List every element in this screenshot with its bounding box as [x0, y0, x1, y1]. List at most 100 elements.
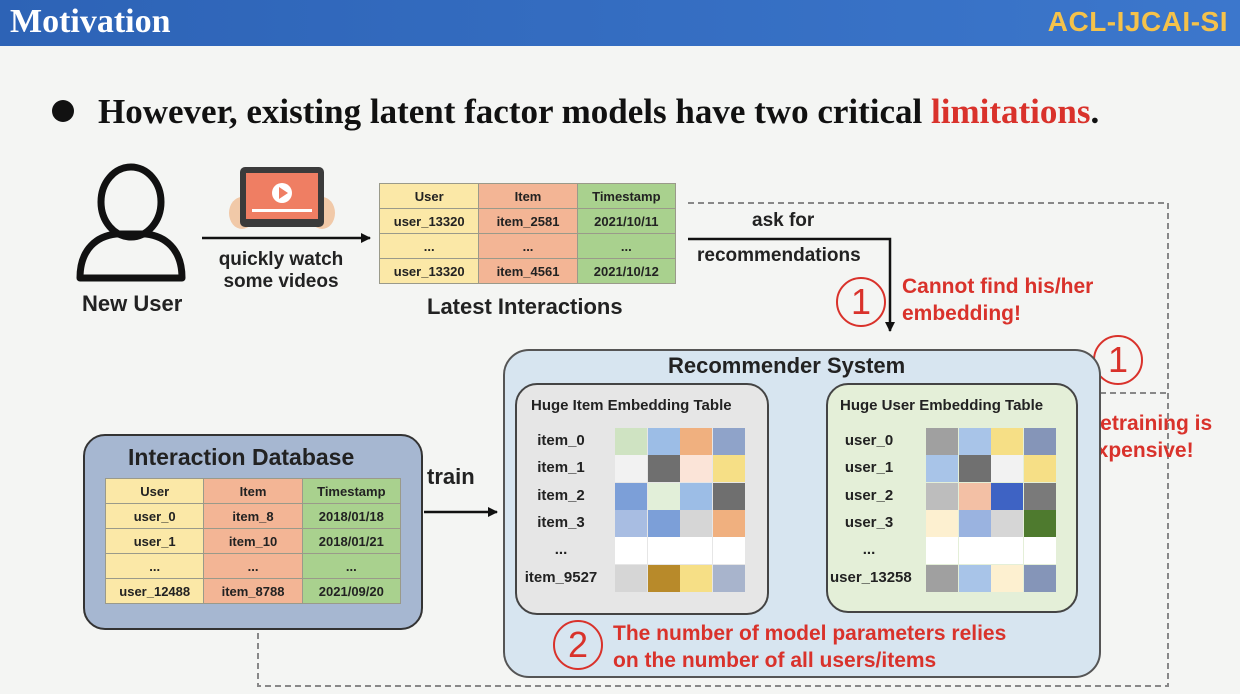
- embedding-cell: [680, 455, 712, 483]
- embedding-cell: [926, 564, 958, 592]
- issue-1-cannot-find: Cannot find his/her embedding!: [902, 273, 1093, 327]
- embedding-cell: [615, 564, 647, 592]
- embedding-cell: [1023, 428, 1056, 455]
- embedding-cell: [647, 428, 680, 455]
- table-cell: 2018/01/18: [301, 503, 402, 529]
- embedding-row-label: item_2: [537, 486, 585, 504]
- embedding-row-label: item_9527: [524, 568, 598, 586]
- issue-1-retraining: Retraining is expensive!: [1085, 410, 1212, 464]
- embedding-cell: [1023, 564, 1056, 592]
- embedding-cell: [991, 509, 1023, 537]
- conference-label: ACL-IJCAI-SI: [1047, 6, 1228, 37]
- embedding-cell: [712, 428, 745, 455]
- embedding-cell: [680, 482, 712, 510]
- ask-label-line2: recommendations: [697, 245, 861, 266]
- watch-label-line1: quickly watch: [218, 249, 344, 270]
- watch-label: quickly watch some videos: [214, 249, 348, 293]
- embedding-cell: [647, 564, 680, 592]
- table-header: User: [104, 478, 205, 504]
- table-header: User: [378, 183, 480, 209]
- issue-number-badge: 1: [836, 277, 886, 327]
- embedding-cell: [680, 509, 712, 537]
- embedding-cell: [615, 428, 647, 455]
- table-header: Timestamp: [301, 478, 402, 504]
- embedding-cell: [680, 564, 712, 592]
- embedding-cell: [926, 509, 958, 537]
- user-table-title: Huge User Embedding Table: [840, 397, 1044, 414]
- embedding-cell: [647, 509, 680, 537]
- table-header: Item: [203, 478, 303, 504]
- embedding-cell: [926, 428, 958, 455]
- embedding-cell: [991, 455, 1023, 483]
- table-cell: ...: [104, 553, 205, 579]
- headline: However, existing latent factor models h…: [98, 92, 1099, 132]
- slide-title: Motivation: [10, 3, 171, 40]
- embedding-row-label: user_2: [844, 486, 894, 504]
- embedding-cell: [647, 482, 680, 510]
- recommender-system-title: Recommender System: [668, 353, 906, 378]
- issue-1b-line1: Retraining is: [1085, 412, 1213, 435]
- table-cell: 2021/09/20: [301, 578, 402, 604]
- ask-label-line1: ask for: [752, 210, 815, 231]
- latest-interactions-table: User Item Timestamp user_13320 item_2581…: [378, 183, 677, 284]
- headline-text: However, existing latent factor models h…: [98, 92, 932, 131]
- headline-end: .: [1090, 92, 1100, 131]
- embedding-cell: [647, 537, 680, 565]
- table-cell: ...: [478, 233, 578, 259]
- embedding-cell: [958, 455, 991, 483]
- embedding-row-label: item_1: [537, 459, 585, 477]
- embedding-cell: [1023, 482, 1056, 510]
- embedding-cell: [680, 428, 712, 455]
- embedding-cell: [991, 537, 1023, 565]
- issue-2-line1: The number of model parameters relies: [613, 622, 1007, 645]
- issue-2-text: The number of model parameters relies on…: [613, 620, 1006, 674]
- title-bar: [0, 0, 1240, 46]
- table-cell: user_13320: [378, 258, 480, 284]
- embedding-cell: [926, 482, 958, 510]
- embedding-cell: [712, 482, 745, 510]
- video-tablet-icon: [229, 167, 335, 229]
- table-cell: user_12488: [104, 578, 205, 604]
- embedding-cell: [712, 564, 745, 592]
- table-cell: 2018/01/21: [301, 528, 402, 554]
- embedding-row-label: item_3: [537, 513, 585, 531]
- embedding-cell: [958, 537, 991, 565]
- embedding-cell: [647, 455, 680, 483]
- issue-1b-line2: expensive!: [1085, 439, 1194, 462]
- embedding-cell: [615, 482, 647, 510]
- ask-arrow: [688, 237, 895, 332]
- embedding-row-label: user_13258: [830, 568, 912, 586]
- embedding-row-label: item_0: [537, 432, 585, 449]
- table-cell: ...: [378, 233, 480, 259]
- embedding-cell: [1023, 509, 1056, 537]
- embedding-cell: [958, 509, 991, 537]
- table-cell: ...: [301, 553, 402, 579]
- table-header: Item: [478, 183, 578, 209]
- watch-label-line2: some videos: [223, 271, 339, 292]
- table-cell: user_13320: [378, 208, 480, 234]
- embedding-cell: [958, 482, 991, 510]
- table-cell: item_10: [203, 528, 303, 554]
- embedding-cell: [991, 564, 1023, 592]
- embedding-cell: [958, 564, 991, 592]
- embedding-cell: [926, 537, 958, 565]
- embedding-cell: [615, 537, 647, 565]
- headline-highlight: limitations: [931, 92, 1091, 131]
- table-cell: item_4561: [478, 258, 578, 284]
- embedding-cell: [712, 455, 745, 483]
- database-table: User Item Timestamp user_0 item_8 2018/0…: [104, 478, 402, 604]
- embedding-cell: [712, 509, 745, 537]
- database-title: Interaction Database: [128, 444, 355, 470]
- bullet-icon: [52, 100, 74, 122]
- embedding-cell: [991, 428, 1023, 455]
- table-cell: item_8: [203, 503, 303, 529]
- embedding-cell: [1023, 455, 1056, 483]
- table-cell: item_2581: [478, 208, 578, 234]
- embedding-row-label: user_0: [844, 432, 894, 449]
- issue-number-badge: 2: [553, 620, 603, 670]
- embedding-cell: [1023, 537, 1056, 565]
- table-header: Timestamp: [576, 183, 677, 209]
- table-cell: 2021/10/11: [576, 208, 677, 234]
- new-user-label: New User: [82, 291, 183, 316]
- table-cell: 2021/10/12: [576, 258, 677, 284]
